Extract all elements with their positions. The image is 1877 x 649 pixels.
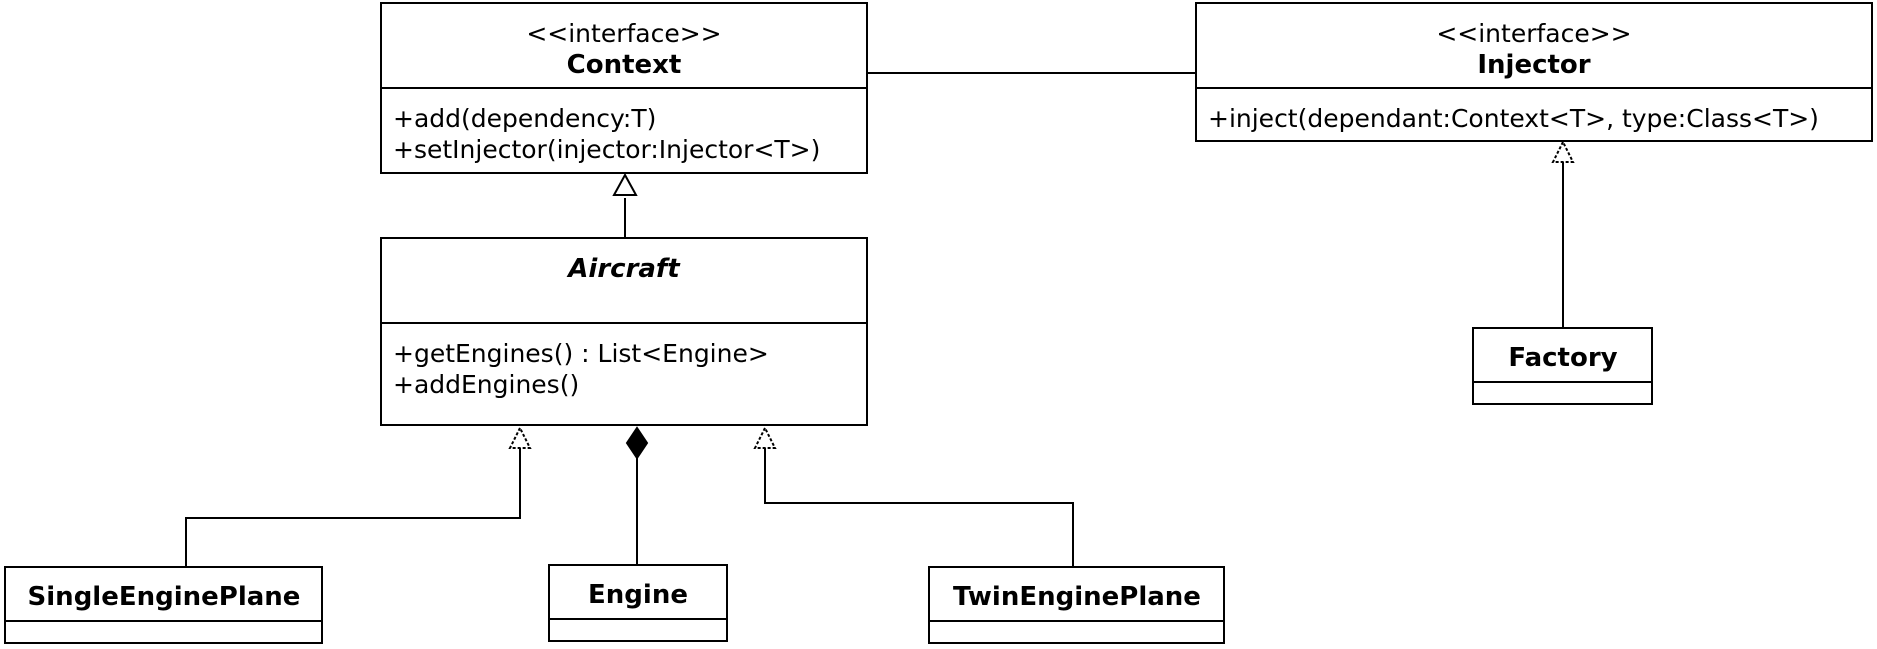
class-name: Factory	[1508, 343, 1617, 373]
class-factory[interactable]: Factory	[1472, 327, 1653, 405]
realization-arrowhead-injector	[1551, 139, 1575, 163]
class-box	[928, 566, 1225, 644]
class-name: Context	[567, 50, 682, 80]
class-box	[1472, 327, 1653, 405]
class-stereotype: <<interface>>	[1436, 19, 1631, 48]
class-operation: +getEngines() : List<Engine>	[393, 339, 769, 368]
class-context[interactable]: <<interface>> Context +add(dependency:T)…	[380, 2, 868, 174]
class-twin-engine-plane[interactable]: TwinEnginePlane	[928, 566, 1225, 644]
class-box	[1195, 2, 1873, 142]
realization-arrowhead-twin	[753, 425, 777, 449]
class-operation: +inject(dependant:Context<T>, type:Class…	[1208, 104, 1819, 133]
generalization-arrowhead	[612, 172, 638, 196]
class-engine[interactable]: Engine	[548, 564, 728, 642]
composition-diamond	[625, 426, 649, 460]
class-box	[380, 237, 868, 426]
class-stereotype: <<interface>>	[526, 19, 721, 48]
class-single-engine-plane[interactable]: SingleEnginePlane	[4, 566, 323, 644]
relationship-lines	[185, 72, 1575, 567]
realization-twin-engine-line	[764, 448, 1074, 567]
class-name: Injector	[1477, 50, 1590, 80]
class-operation: +setInjector(injector:Injector<T>)	[393, 135, 820, 164]
realization-single-engine-line	[185, 448, 521, 567]
class-name: Engine	[588, 580, 688, 610]
realization-arrowhead-single	[508, 425, 532, 449]
class-box	[4, 566, 323, 644]
class-box	[548, 564, 728, 642]
class-name: Aircraft	[566, 254, 681, 284]
class-operation: +add(dependency:T)	[393, 104, 656, 133]
class-name: SingleEnginePlane	[28, 582, 301, 612]
class-aircraft[interactable]: Aircraft +getEngines() : List<Engine> +a…	[380, 237, 868, 426]
class-operation: +addEngines()	[393, 370, 579, 399]
class-injector[interactable]: <<interface>> Injector +inject(dependant…	[1195, 2, 1873, 142]
class-name: TwinEnginePlane	[953, 582, 1201, 612]
